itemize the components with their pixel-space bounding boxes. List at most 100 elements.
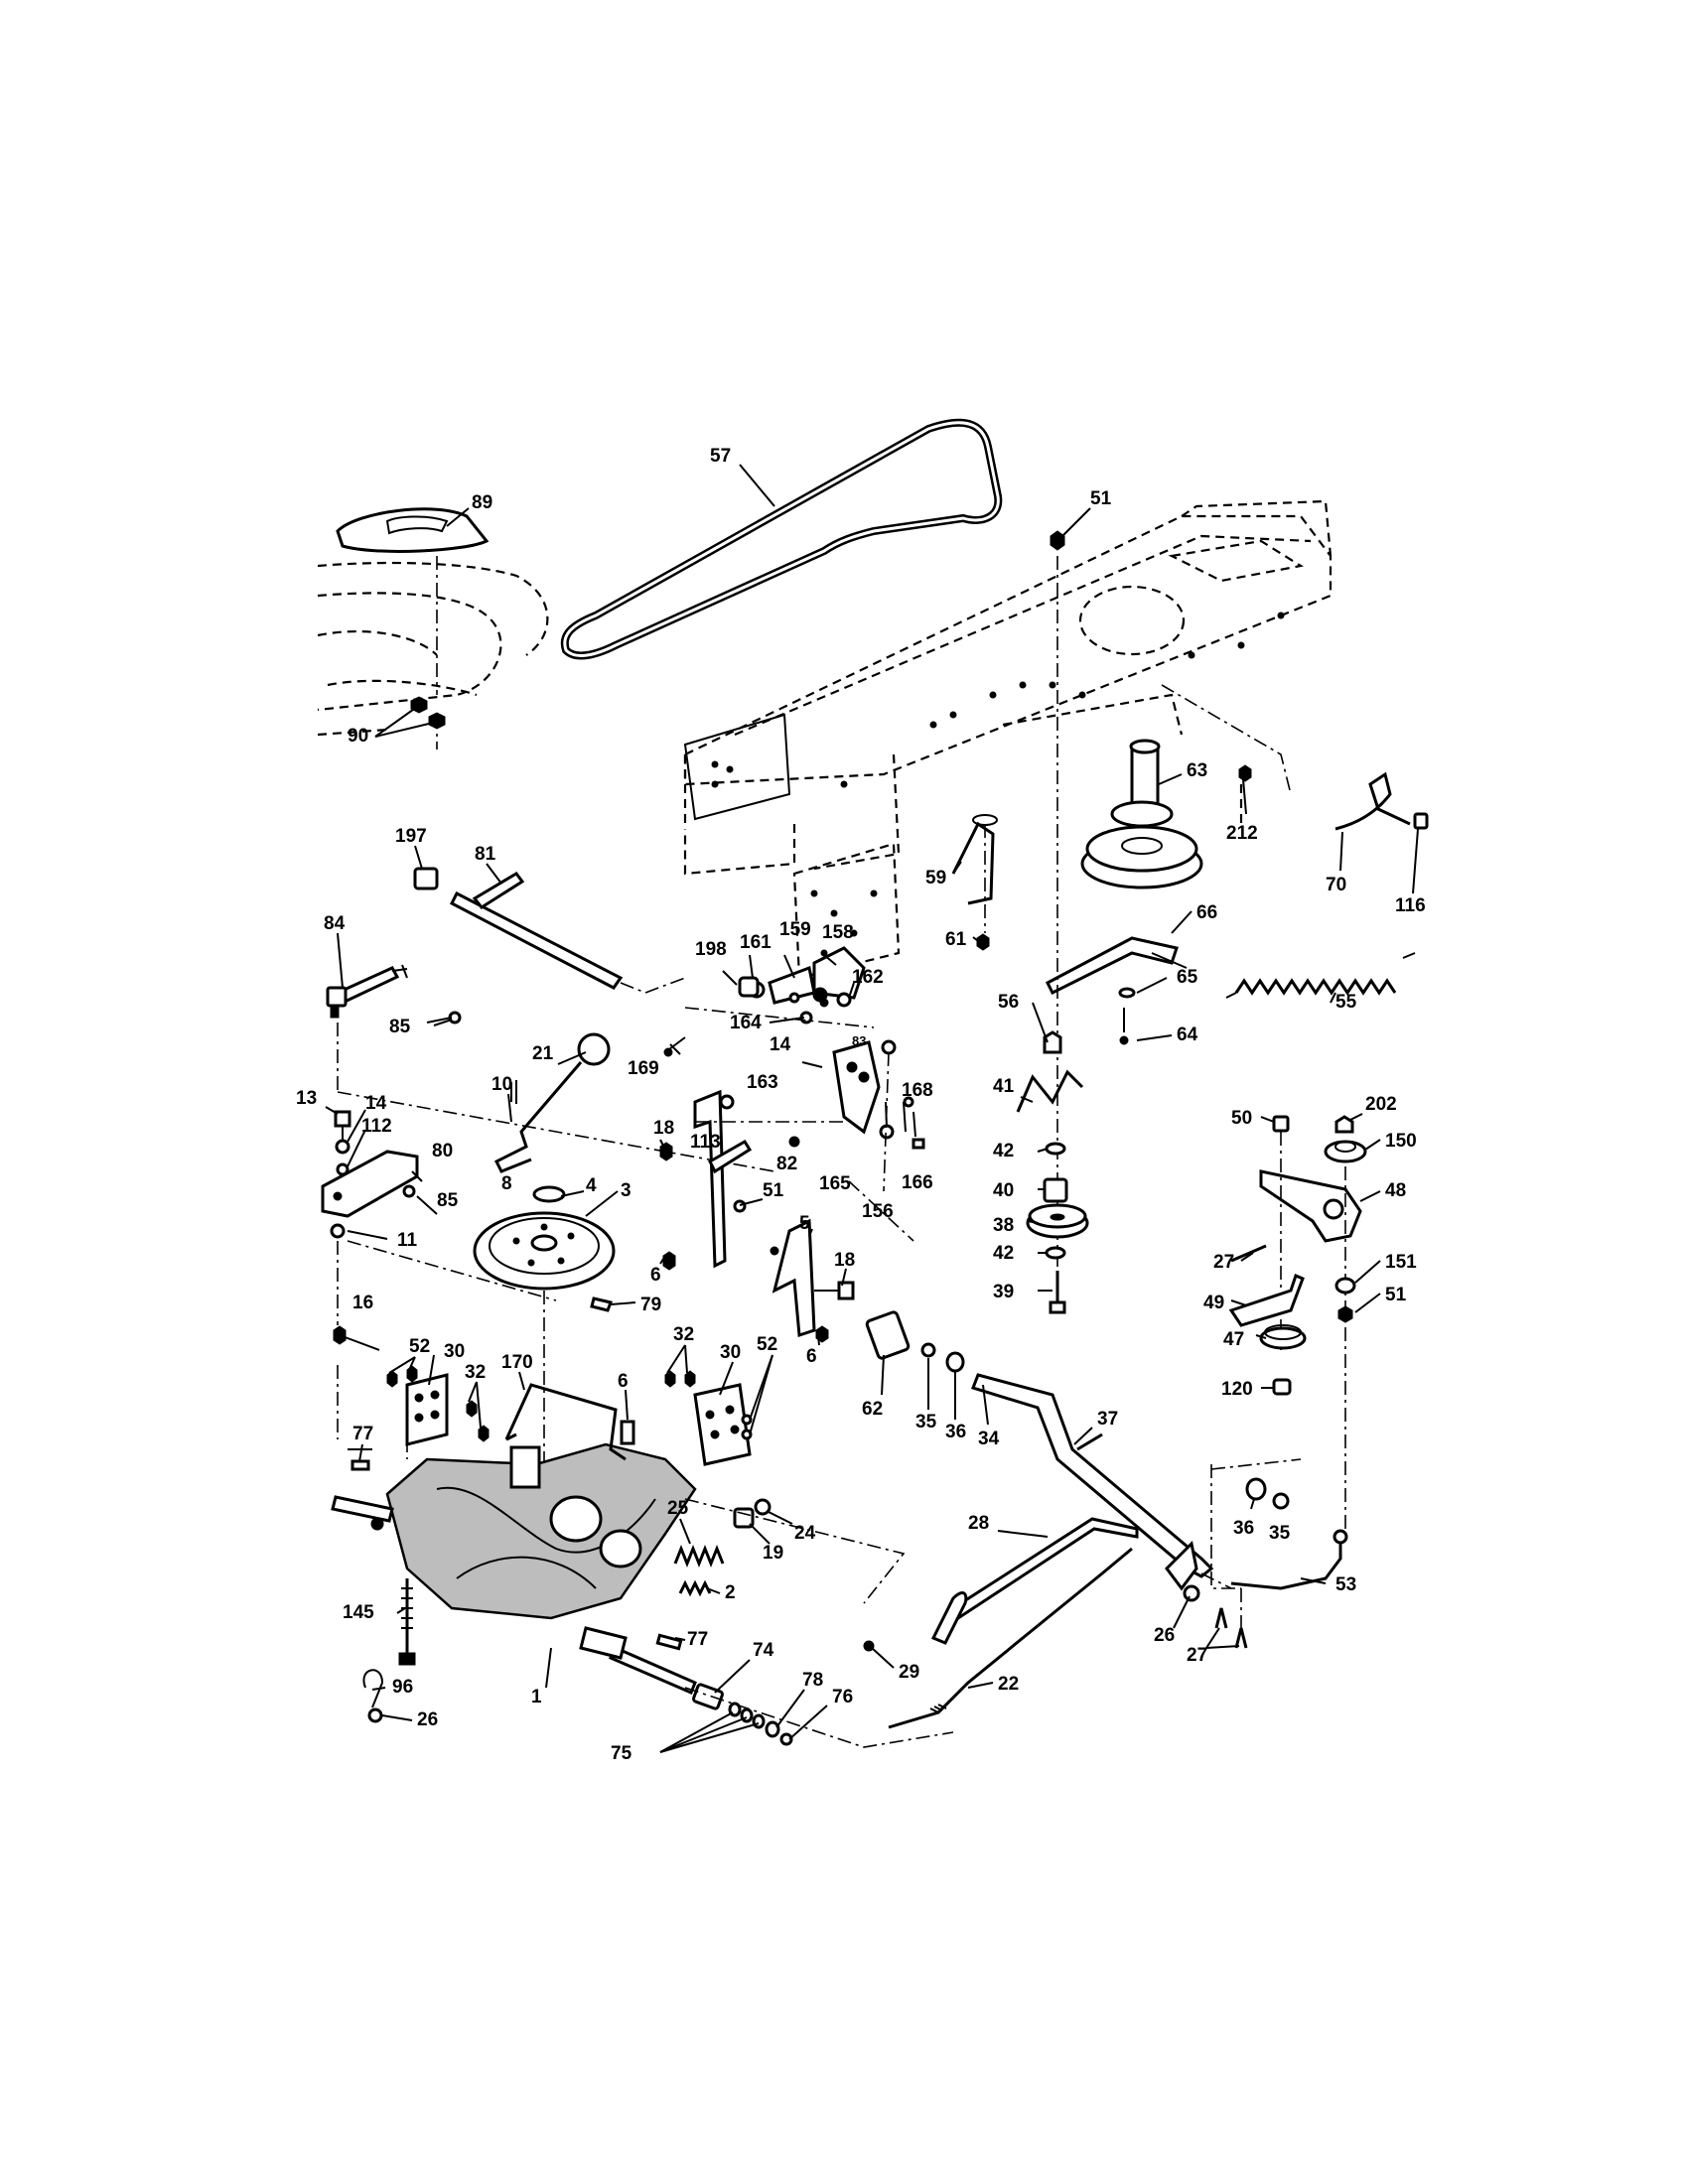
callout-30: 30 bbox=[720, 1342, 741, 1363]
callout-70: 70 bbox=[1326, 875, 1346, 895]
callout-156: 156 bbox=[862, 1201, 894, 1222]
washer-26a bbox=[367, 1707, 383, 1723]
pin-96 bbox=[362, 1669, 384, 1708]
callout-81: 81 bbox=[475, 844, 496, 865]
axle-right bbox=[608, 1646, 697, 1695]
callout-10: 10 bbox=[491, 1074, 512, 1095]
callout-52: 52 bbox=[409, 1336, 430, 1357]
callout-37: 37 bbox=[1097, 1409, 1118, 1430]
spring-55 bbox=[1234, 978, 1397, 996]
callout-18: 18 bbox=[653, 1118, 674, 1139]
callout-74: 74 bbox=[753, 1640, 774, 1661]
shift-lever-8 bbox=[493, 1061, 583, 1173]
retainer-4 bbox=[532, 1185, 566, 1203]
callout-35: 35 bbox=[915, 1412, 937, 1433]
nut-120 bbox=[1272, 1378, 1292, 1396]
mid-brackets bbox=[659, 946, 925, 1343]
callout-19: 19 bbox=[763, 1543, 783, 1564]
callout-32: 32 bbox=[465, 1362, 486, 1383]
callout-51: 51 bbox=[1385, 1285, 1407, 1305]
callout-197: 197 bbox=[395, 826, 427, 847]
callout-30: 30 bbox=[444, 1341, 465, 1362]
callout-145: 145 bbox=[343, 1602, 374, 1623]
nut-90b bbox=[428, 712, 446, 730]
callout-51: 51 bbox=[763, 1180, 784, 1201]
callout-26: 26 bbox=[417, 1709, 438, 1730]
bracket-5 bbox=[772, 1218, 816, 1338]
bushing-62 bbox=[865, 1310, 911, 1360]
callout-164: 164 bbox=[730, 1013, 762, 1033]
callout-29: 29 bbox=[899, 1662, 919, 1683]
spacer-40 bbox=[1043, 1177, 1068, 1203]
callout-36: 36 bbox=[945, 1422, 966, 1442]
callout-158: 158 bbox=[822, 922, 854, 943]
callout-18: 18 bbox=[834, 1250, 855, 1271]
callout-6: 6 bbox=[618, 1371, 629, 1392]
callout-48: 48 bbox=[1385, 1180, 1406, 1201]
spring-41 bbox=[1016, 1069, 1084, 1113]
callout-56: 56 bbox=[998, 992, 1019, 1013]
callout-76: 76 bbox=[832, 1687, 853, 1707]
transaxle-body bbox=[385, 1442, 697, 1620]
lever-37 bbox=[1076, 1433, 1103, 1451]
rod-170 bbox=[504, 1383, 627, 1461]
callout-85: 85 bbox=[389, 1017, 411, 1037]
rod-22 bbox=[888, 1547, 1133, 1729]
callout-36: 36 bbox=[1233, 1518, 1254, 1539]
callout-112: 112 bbox=[361, 1116, 392, 1137]
callout-52: 52 bbox=[757, 1334, 777, 1355]
callout-27: 27 bbox=[1213, 1252, 1234, 1273]
callout-66: 66 bbox=[1196, 902, 1217, 923]
callout-85: 85 bbox=[437, 1190, 459, 1211]
bushing-197 bbox=[413, 867, 439, 890]
callout-13: 13 bbox=[296, 1088, 317, 1109]
callout-120: 120 bbox=[1221, 1379, 1253, 1400]
callout-35: 35 bbox=[1269, 1523, 1291, 1544]
callout-77: 77 bbox=[687, 1629, 708, 1650]
left-linkage bbox=[321, 867, 775, 1499]
callout-166: 166 bbox=[902, 1172, 933, 1193]
callout-6: 6 bbox=[650, 1265, 661, 1286]
callout-26: 26 bbox=[1154, 1625, 1175, 1646]
callout-39: 39 bbox=[993, 1282, 1014, 1302]
callout-21: 21 bbox=[532, 1043, 554, 1064]
callout-161: 161 bbox=[740, 932, 772, 953]
callout-80: 80 bbox=[432, 1141, 453, 1161]
knob-21 bbox=[577, 1032, 611, 1066]
callout-77: 77 bbox=[352, 1424, 373, 1444]
callout-22: 22 bbox=[998, 1674, 1019, 1695]
callout-82: 82 bbox=[776, 1154, 797, 1174]
bolt-202 bbox=[1334, 1115, 1354, 1134]
bolt-116 bbox=[1413, 812, 1429, 830]
callout-170: 170 bbox=[501, 1352, 533, 1373]
callout-83: 83 bbox=[852, 1033, 866, 1048]
nut-51a bbox=[1050, 530, 1065, 551]
callout-61: 61 bbox=[945, 929, 967, 950]
callout-57: 57 bbox=[710, 446, 731, 467]
key-79 bbox=[590, 1297, 614, 1312]
callout-6: 6 bbox=[806, 1346, 817, 1367]
transaxle bbox=[331, 1325, 954, 1748]
callout-198: 198 bbox=[695, 939, 727, 960]
callout-65: 65 bbox=[1177, 967, 1198, 988]
callout-14: 14 bbox=[365, 1093, 387, 1114]
washer-151 bbox=[1334, 1277, 1356, 1295]
callout-25: 25 bbox=[667, 1498, 689, 1519]
callout-165: 165 bbox=[819, 1173, 851, 1194]
callout-41: 41 bbox=[993, 1076, 1015, 1097]
washer-42a bbox=[1045, 1142, 1066, 1156]
callout-1: 1 bbox=[531, 1687, 542, 1707]
right-assemblies bbox=[863, 530, 1429, 1729]
callout-3: 3 bbox=[621, 1180, 632, 1201]
bracket-48 bbox=[1259, 1169, 1362, 1243]
callout-42: 42 bbox=[993, 1141, 1014, 1161]
callout-51: 51 bbox=[1090, 488, 1112, 509]
rod-70 bbox=[1334, 771, 1411, 831]
callout-labels: 57 89 90 51 197 81 84 85 13 14 112 80 85… bbox=[296, 446, 1426, 1764]
callout-159: 159 bbox=[779, 919, 811, 940]
washer-42b bbox=[1045, 1246, 1066, 1260]
rod-34 bbox=[971, 1373, 1214, 1578]
callout-27: 27 bbox=[1187, 1645, 1207, 1666]
callout-78: 78 bbox=[802, 1670, 823, 1691]
